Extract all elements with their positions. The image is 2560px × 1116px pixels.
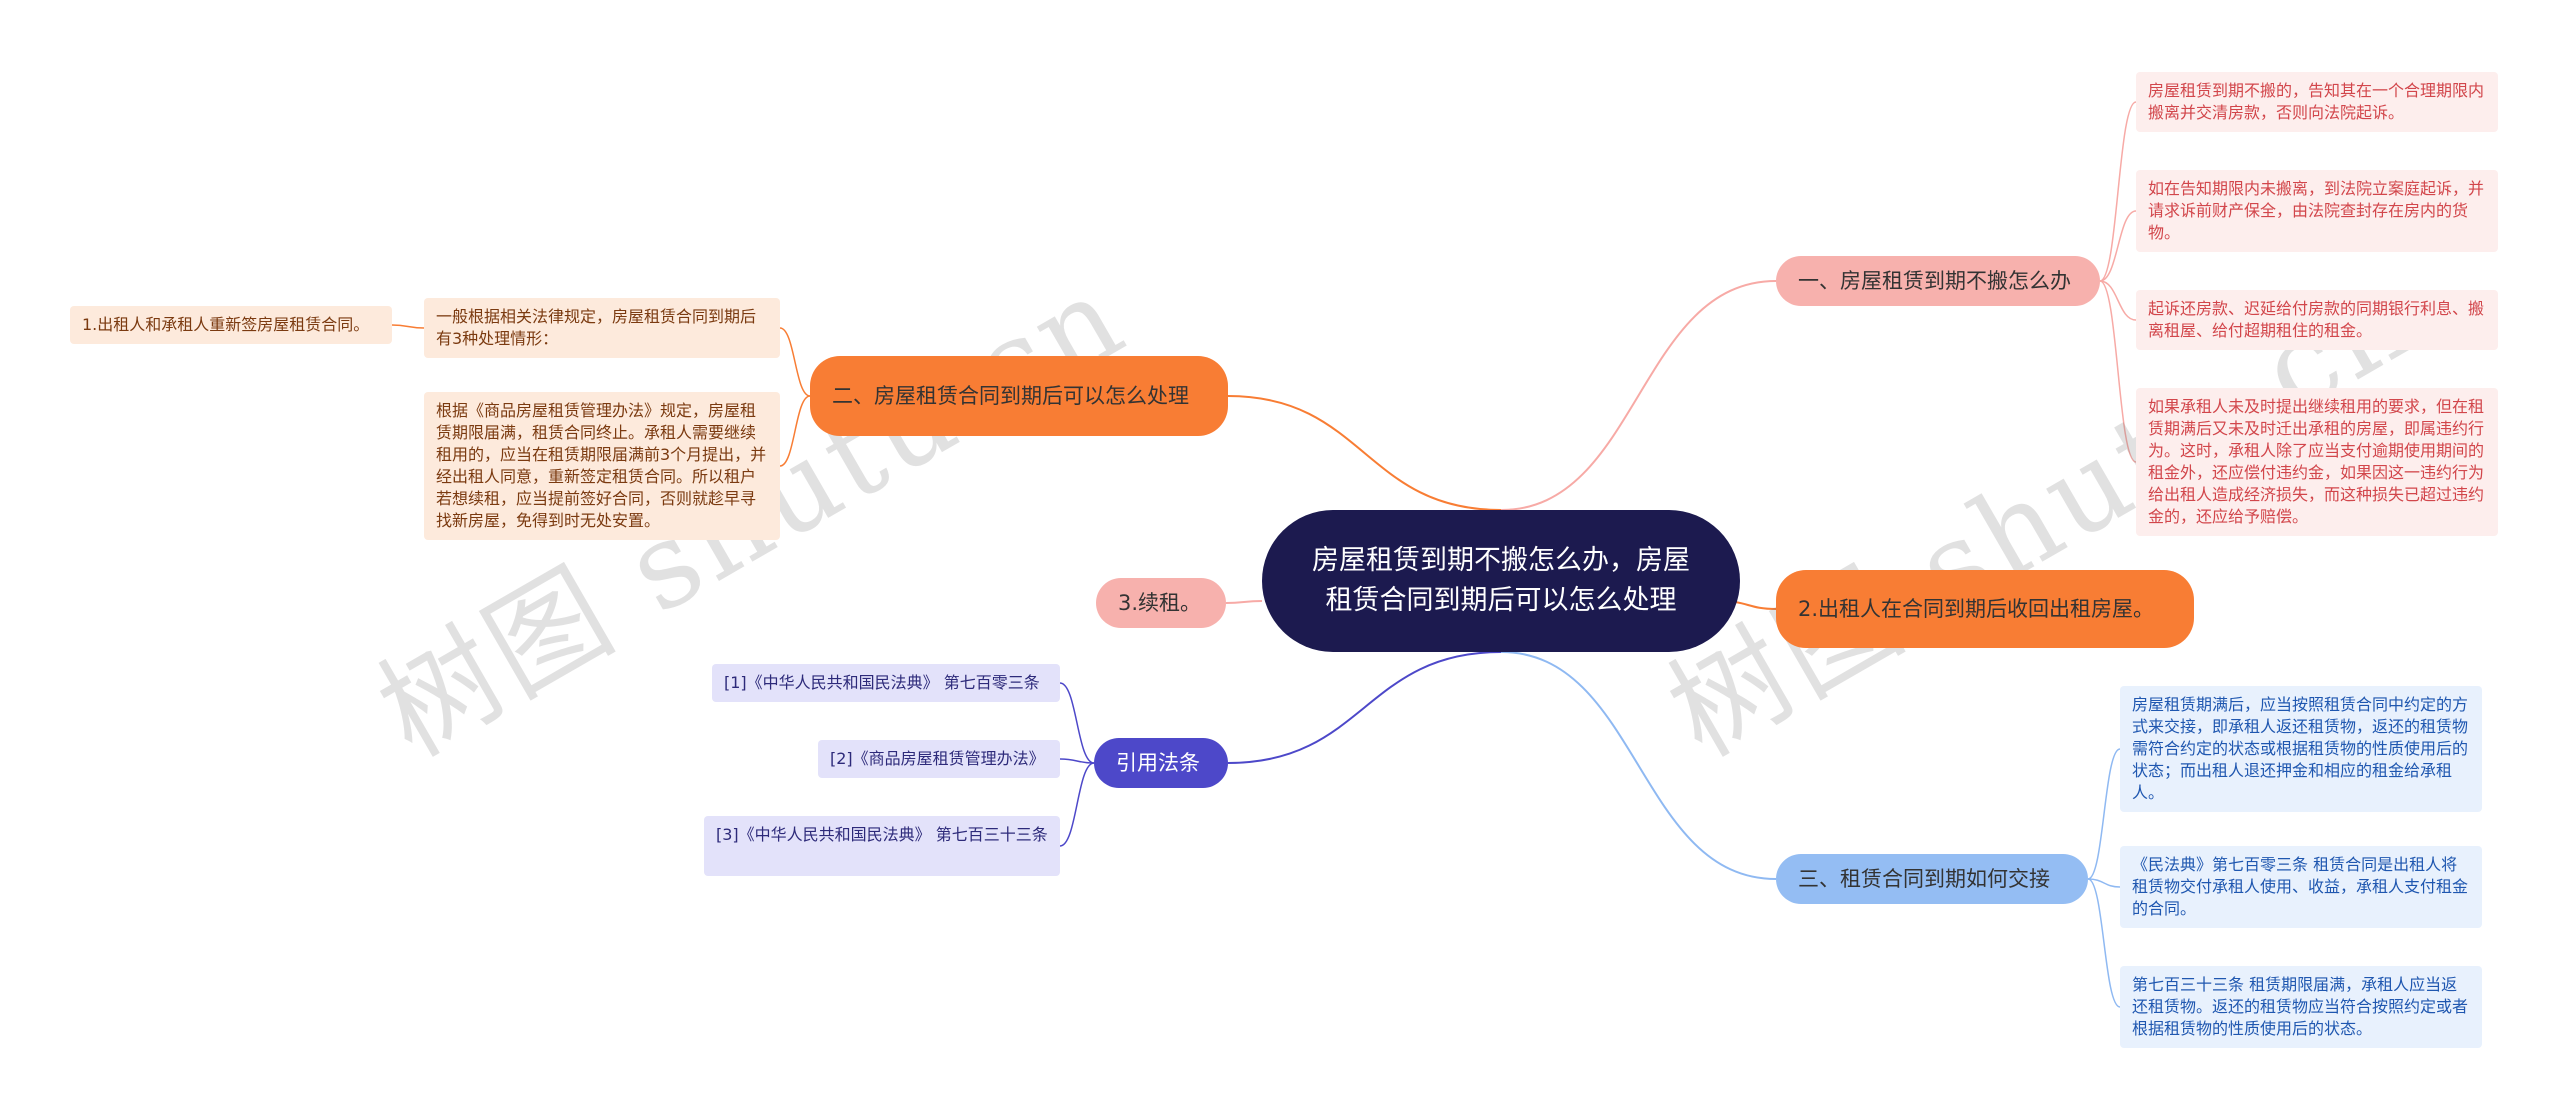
connector-line [2087, 748, 2121, 880]
branch-label: 3.续租。 [1118, 591, 1202, 615]
leaf-law-reference: [2]《商品房屋租赁管理办法》 [818, 740, 1060, 778]
branch-landlord-reclaims[interactable]: 2.出租人在合同到期后收回出租房屋。 [1776, 570, 2194, 648]
leaf-text: 如在告知期限内未搬离，到法院立案庭起诉，并请求诉前财产保全，由法院查封存在房内的… [2136, 170, 2498, 252]
connector-line [2099, 210, 2137, 282]
connector-line [1227, 651, 1502, 764]
connector-line [1059, 682, 1095, 764]
leaf-text-re-sign-contract: 1.出租人和承租人重新签房屋租赁合同。 [70, 306, 392, 344]
branch-label: 一、房屋租赁到期不搬怎么办 [1798, 269, 2071, 293]
connector-line [391, 324, 425, 329]
branch-label: 引用法条 [1116, 751, 1200, 775]
connector-line [2099, 280, 2137, 463]
branch-contract-handover[interactable]: 三、租赁合同到期如何交接 [1776, 854, 2088, 904]
branch-rental-expiry-not-moving[interactable]: 一、房屋租赁到期不搬怎么办 [1776, 256, 2100, 306]
connector-line [779, 327, 811, 397]
branch-label: 二、房屋租赁合同到期后可以怎么处理 [832, 384, 1189, 408]
leaf-text: 房屋租赁到期不搬的，告知其在一个合理期限内搬离并交清房款，否则向法院起诉。 [2136, 72, 2498, 132]
central-topic-label: 房屋租赁到期不搬怎么办，房屋租赁合同到期后可以怎么处理 [1312, 545, 1690, 616]
branch-renew-lease[interactable]: 3.续租。 [1096, 578, 1226, 628]
branch-cited-laws[interactable]: 引用法条 [1094, 738, 1228, 788]
connector-line [2099, 280, 2137, 321]
leaf-text: 起诉还房款、迟延给付房款的同期银行利息、搬离租屋、给付超期租住的租金。 [2136, 290, 2498, 350]
leaf-text: 如果承租人未及时提出继续租用的要求，但在租赁期满后又未及时迁出承租的房屋，即属违… [2136, 388, 2498, 536]
connector-line [1225, 600, 1263, 604]
leaf-text: 房屋租赁期满后，应当按照租赁合同中约定的方式来交接，即承租人返还租赁物，返还的租… [2120, 686, 2482, 812]
branch-label: 2.出租人在合同到期后收回出租房屋。 [1798, 597, 2155, 621]
connector-line [2087, 878, 2121, 1008]
connector-line [1059, 758, 1095, 764]
branch-after-contract-expiry[interactable]: 二、房屋租赁合同到期后可以怎么处理 [810, 356, 1228, 436]
connector-line [2099, 101, 2137, 282]
leaf-text: 第七百三十三条 租赁期限届满，承租人应当返还租赁物。返还的租赁物应当符合按照约定… [2120, 966, 2482, 1048]
leaf-text: 根据《商品房屋租赁管理办法》规定，房屋租赁期限届满，租赁合同终止。承租人需要继续… [424, 392, 780, 540]
connector-line [1227, 395, 1502, 511]
connector-line [1059, 762, 1095, 847]
leaf-law-reference: [1]《中华人民共和国民法典》 第七百零三条 [712, 664, 1060, 702]
central-topic[interactable]: 房屋租赁到期不搬怎么办，房屋租赁合同到期后可以怎么处理 [1262, 510, 1740, 652]
leaf-law-reference: [3]《中华人民共和国民法典》 第七百三十三条 [704, 816, 1060, 876]
branch-label: 三、租赁合同到期如何交接 [1798, 867, 2050, 891]
connector-line [2087, 878, 2121, 888]
connector-line [1500, 651, 1777, 880]
leaf-text: 一般根据相关法律规定，房屋租赁合同到期后有3种处理情形： [424, 298, 780, 358]
connector-line [1500, 280, 1777, 511]
leaf-text: 《民法典》第七百零三条 租赁合同是出租人将租赁物交付承租人使用、收益，承租人支付… [2120, 846, 2482, 928]
connector-line [779, 395, 811, 467]
